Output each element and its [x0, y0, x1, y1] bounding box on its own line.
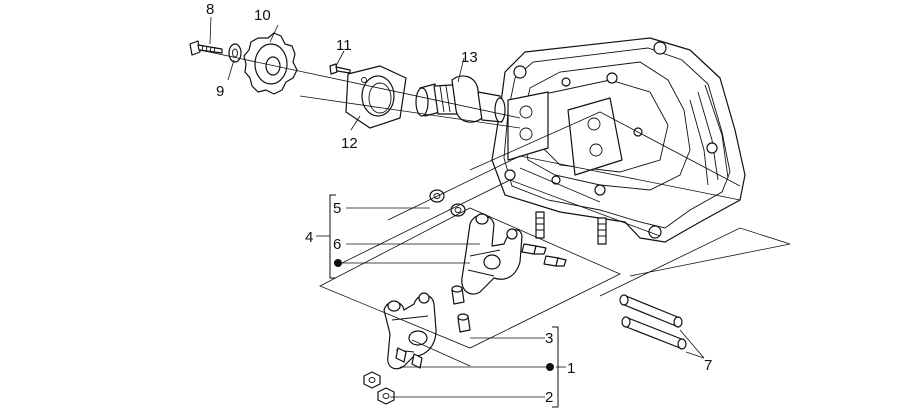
callout-dot-1	[546, 363, 554, 371]
nut-parts	[429, 189, 466, 217]
camshaft-part	[415, 75, 506, 123]
callout-dot-4	[334, 259, 342, 267]
callout-9: 9	[216, 83, 224, 100]
screw-part	[329, 63, 351, 75]
callout-brackets	[329, 194, 559, 408]
callout-6: 6	[333, 236, 341, 253]
callout-11: 11	[336, 37, 352, 54]
assembly-axis-line	[199, 49, 521, 119]
adjuster-screws-upper	[521, 243, 567, 267]
pin-parts	[451, 285, 471, 333]
washer-part	[228, 43, 242, 63]
cover-plate-part	[345, 65, 407, 129]
sprocket-part	[243, 32, 298, 95]
callout-13: 13	[461, 49, 478, 66]
callout-4: 4	[305, 229, 313, 246]
callout-1: 1	[567, 360, 575, 377]
dowel-pin-parts	[619, 294, 687, 350]
callout-7: 7	[704, 357, 712, 374]
bolt-part	[189, 40, 223, 56]
lock-nut-parts	[363, 371, 395, 405]
cylinder-head	[491, 37, 746, 245]
callout-3: 3	[545, 330, 553, 347]
callout-5: 5	[333, 200, 341, 217]
callout-10: 10	[254, 7, 271, 24]
assembly-guide-lines	[299, 95, 791, 367]
callout-8: 8	[206, 1, 214, 18]
upper-rocker-arm-part	[461, 213, 523, 295]
adjuster-screws-lower	[395, 347, 423, 369]
callout-leaders	[209, 16, 705, 398]
callout-labels: 8 10 9 11 12 13 5 4 6 3 1 2 7	[206, 1, 712, 406]
callout-12: 12	[341, 135, 358, 152]
callout-2: 2	[545, 389, 553, 406]
